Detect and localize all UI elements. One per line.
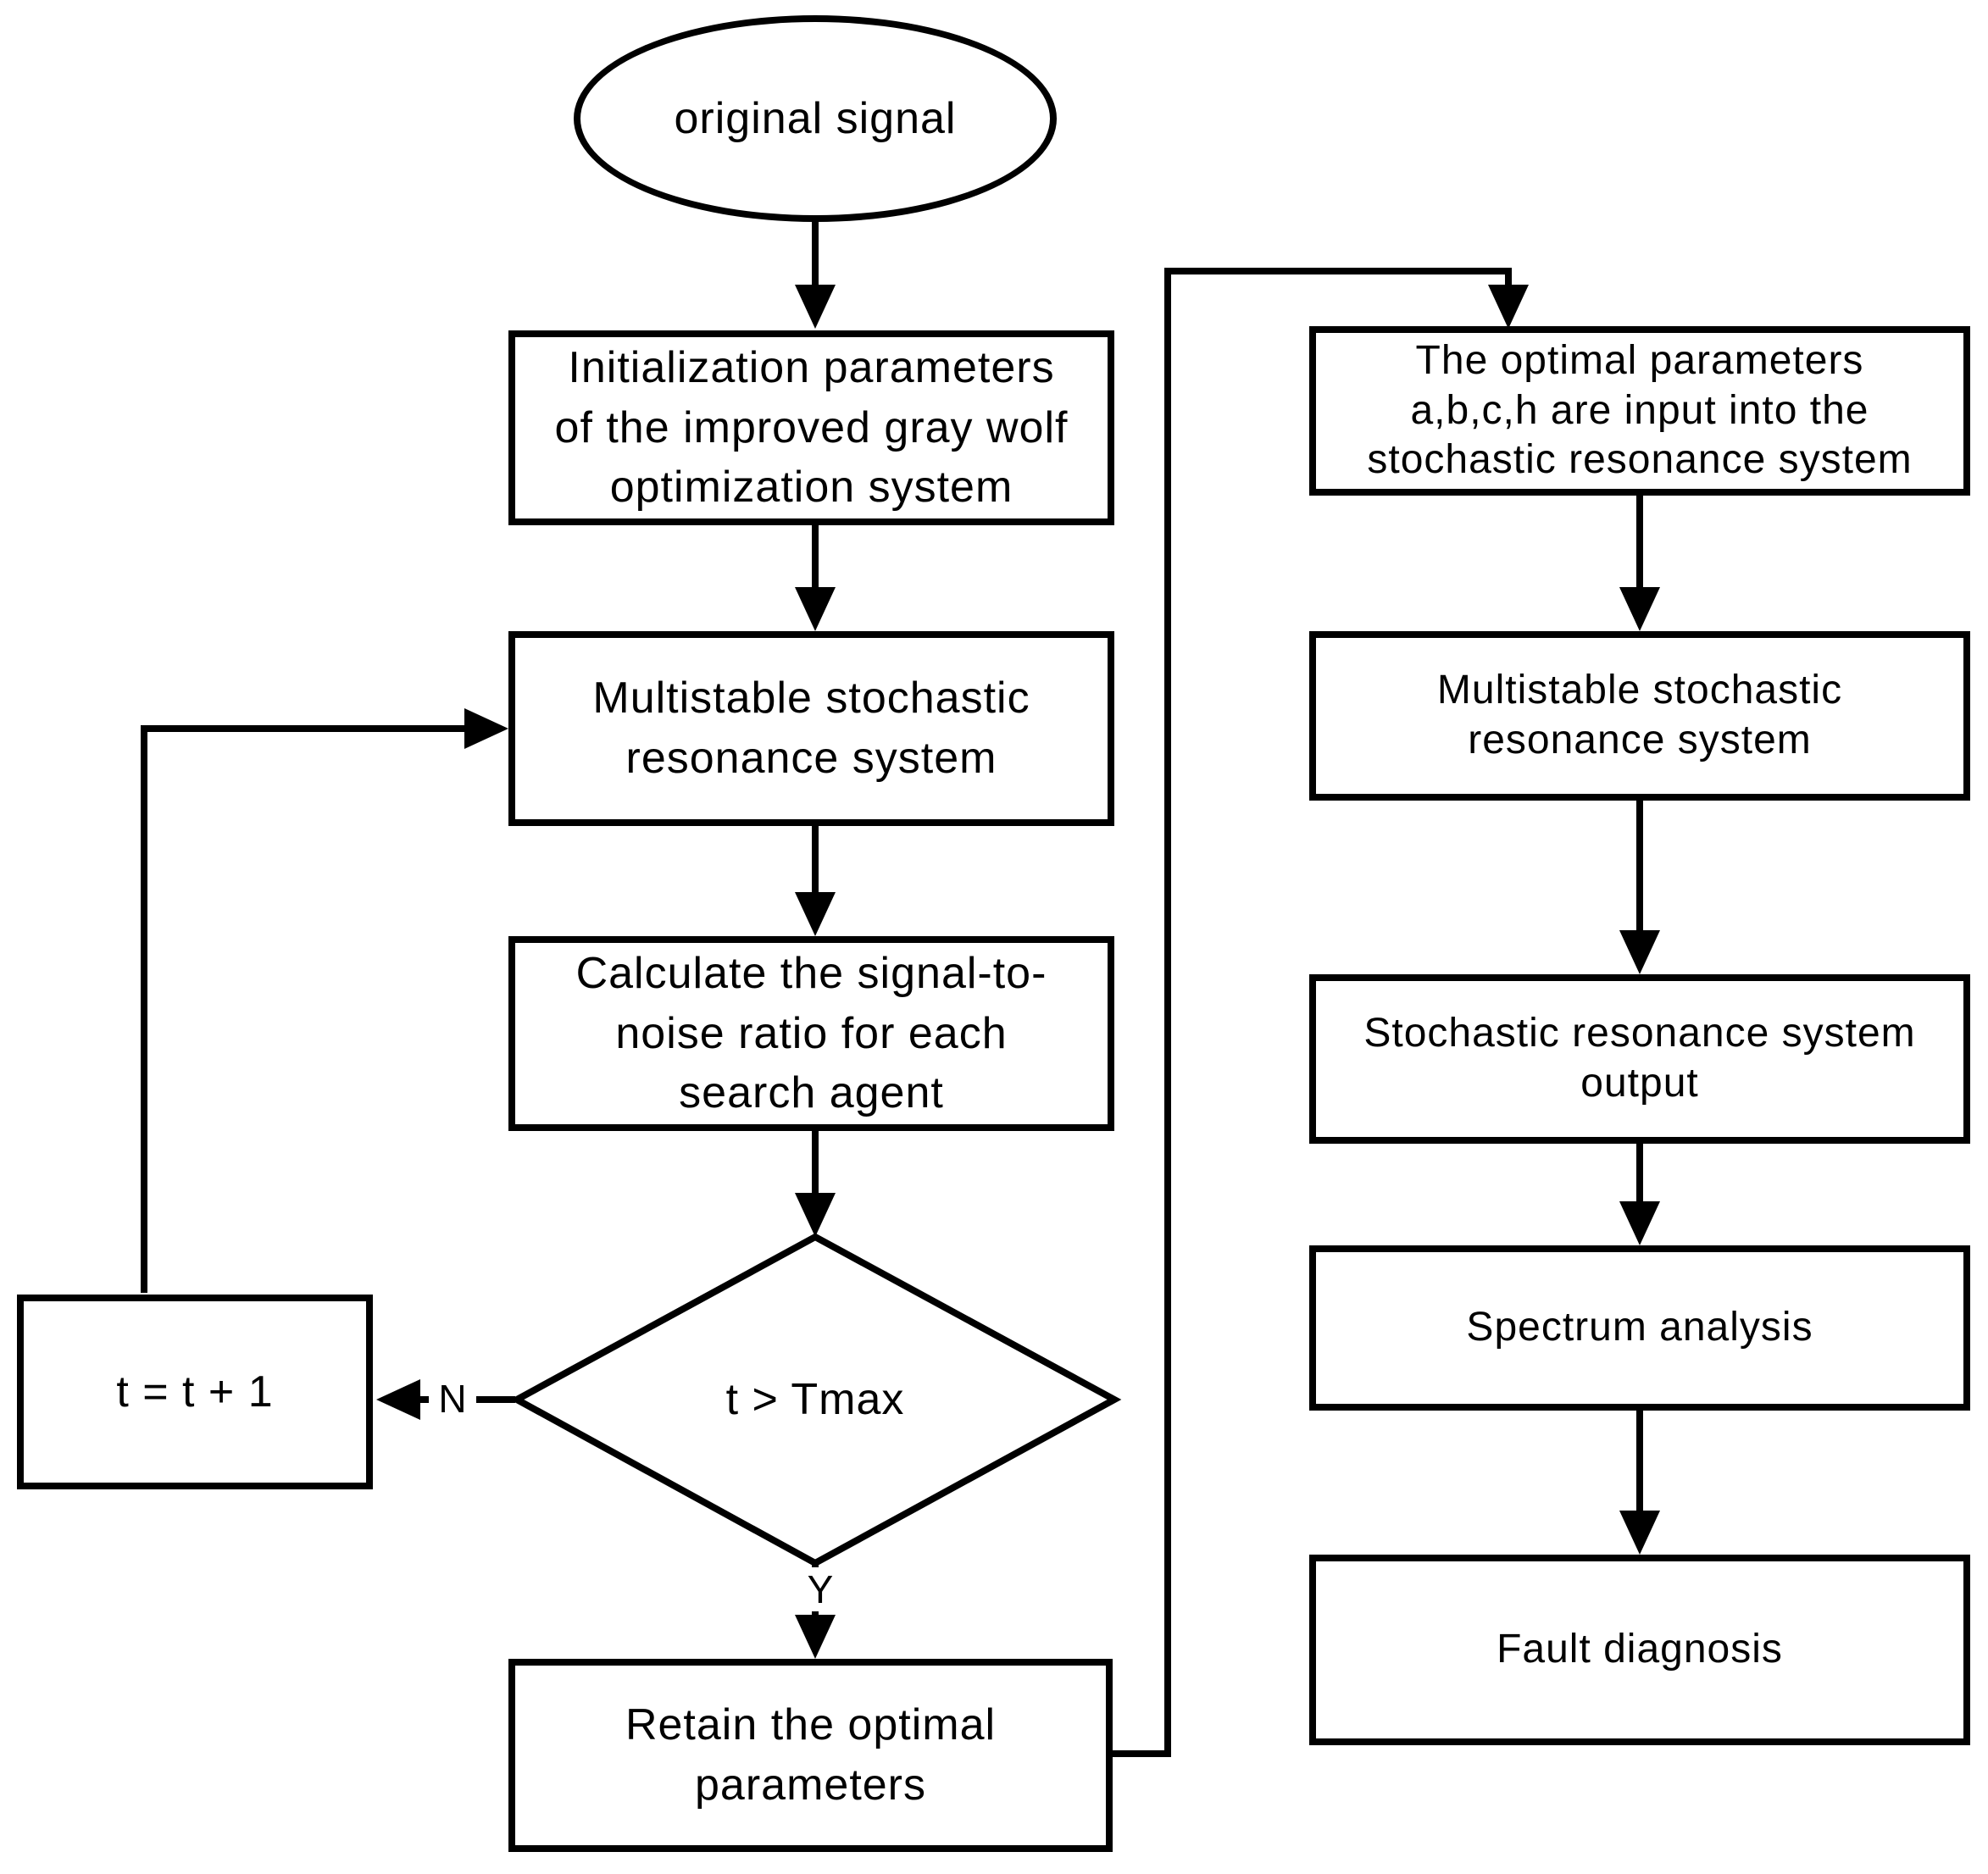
optimal-parameters-line: a,b,c,h are input into the [1410, 387, 1869, 433]
edge-msr-left-to-calc [795, 824, 836, 936]
sr-output-line: output [1580, 1061, 1699, 1106]
edge-increment-to-msr-left [141, 708, 508, 1293]
multistable-sr-right-line: resonance system [1468, 718, 1812, 762]
fault-diagnosis-box: Fault diagnosis [1309, 1555, 1970, 1745]
edge-init-to-msr-left [795, 524, 836, 631]
label-yes: Y [797, 1567, 844, 1611]
retain-parameters-box: Retain the optimal parameters [508, 1659, 1113, 1852]
multistable-sr-left-line: resonance system [625, 734, 997, 783]
optimal-parameters-box: The optimal parameters a,b,c,h are input… [1309, 326, 1970, 496]
edge-spectrum-to-fault [1619, 1409, 1660, 1555]
calc-snr-line: search agent [679, 1068, 944, 1118]
spectrum-analysis-box: Spectrum analysis [1309, 1245, 1970, 1411]
sr-output-box: Stochastic resonance system output [1309, 974, 1970, 1144]
tmax-decision-diamond: t > Tmax [646, 1356, 985, 1444]
optimal-parameters-line: stochastic resonance system [1367, 437, 1913, 483]
edge-retain-to-optimal-input [1111, 268, 1529, 1757]
sr-output-line: Stochastic resonance system [1363, 1011, 1916, 1056]
init-parameters-box: Initialization parameters of the improve… [508, 330, 1114, 525]
tmax-decision-label: t > Tmax [725, 1374, 905, 1424]
multistable-sr-left-box: Multistable stochastic resonance system [508, 631, 1114, 826]
optimal-parameters-line: The optimal parameters [1415, 338, 1864, 384]
retain-parameters-line: parameters [695, 1760, 926, 1810]
edge-msr-right-to-sr-output [1619, 799, 1660, 974]
init-parameters-line: of the improved gray wolf [554, 402, 1069, 452]
fault-diagnosis-label: Fault diagnosis [1497, 1627, 1783, 1672]
start-label: original signal [674, 93, 957, 143]
start-terminator: original signal [574, 15, 1057, 222]
multistable-sr-right-line: Multistable stochastic [1436, 668, 1843, 713]
multistable-sr-right-box: Multistable stochastic resonance system [1309, 631, 1970, 801]
init-parameters-line: optimization system [609, 463, 1013, 513]
increment-box: t = t + 1 [17, 1295, 373, 1489]
edge-optimal-input-to-msr-right [1619, 494, 1660, 631]
retain-parameters-line: Retain the optimal [625, 1700, 997, 1750]
edge-calc-to-decision [795, 1129, 836, 1237]
multistable-sr-left-line: Multistable stochastic [592, 674, 1030, 724]
label-no: N [429, 1372, 476, 1425]
init-parameters-line: Initialization parameters [568, 342, 1055, 392]
calc-snr-box: Calculate the signal-to- noise ratio for… [508, 936, 1114, 1131]
spectrum-analysis-label: Spectrum analysis [1466, 1305, 1813, 1350]
edge-sr-output-to-spectrum [1619, 1142, 1660, 1245]
edge-start-to-init [795, 220, 836, 329]
calc-snr-line: noise ratio for each [615, 1008, 1008, 1058]
calc-snr-line: Calculate the signal-to- [575, 948, 1047, 998]
increment-label: t = t + 1 [116, 1367, 274, 1417]
